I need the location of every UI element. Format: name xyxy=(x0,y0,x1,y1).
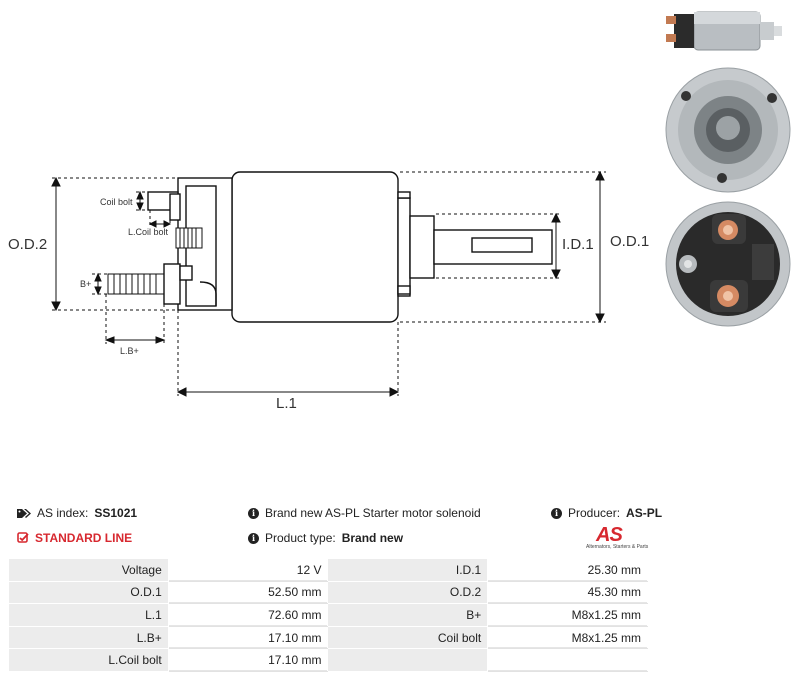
spec-value xyxy=(487,648,648,672)
producer-value: AS-PL xyxy=(626,506,663,520)
info-icon: i xyxy=(551,507,562,519)
product-info: AS index: SS1021 STANDARD LINE i Brand n… xyxy=(0,500,800,560)
front-view-photo xyxy=(665,67,791,193)
spec-label: B+ xyxy=(327,603,489,627)
spec-value: 12 V xyxy=(167,558,329,582)
table-row: L.B+ 17.10 mm Coil bolt M8x1.25 mm xyxy=(8,625,648,650)
product-type-label: Product type: xyxy=(265,531,336,545)
product-type: i Product type: Brand new xyxy=(248,531,403,545)
as-index-label: AS index: xyxy=(37,506,89,520)
info-icon: i xyxy=(248,507,259,519)
spec-value: M8x1.25 mm xyxy=(487,625,648,650)
od2-label: O.D.2 xyxy=(8,236,48,253)
table-row: O.D.1 52.50 mm O.D.2 45.30 mm xyxy=(8,580,648,605)
spec-value: 25.30 mm xyxy=(487,558,648,582)
l-b-plus-label: L.B+ xyxy=(120,346,139,356)
side-view-photo xyxy=(666,11,782,51)
producer-label: Producer: xyxy=(568,506,621,520)
l-coil-bolt-label: L.Coil bolt xyxy=(128,227,169,237)
spec-label: L.Coil bolt xyxy=(8,648,169,672)
as-index: AS index: SS1021 xyxy=(17,506,137,520)
producer: i Producer: AS-PL xyxy=(551,506,662,520)
spec-label: L.1 xyxy=(8,603,169,627)
spec-label: Voltage xyxy=(8,558,169,582)
spec-label: O.D.1 xyxy=(8,580,169,605)
description-text: Brand new AS-PL Starter motor solenoid xyxy=(265,506,481,520)
spec-label: Coil bolt xyxy=(327,625,489,650)
id1-label: I.D.1 xyxy=(562,236,594,253)
spec-value: 17.10 mm xyxy=(167,648,329,672)
logo-subtitle: Alternators, Starters & Parts xyxy=(586,544,649,550)
specs-table: Voltage 12 V I.D.1 25.30 mm O.D.1 52.50 … xyxy=(8,558,648,672)
tags-icon xyxy=(17,508,31,518)
check-square-icon xyxy=(17,532,29,543)
spec-label: L.B+ xyxy=(8,625,169,650)
spec-label: O.D.2 xyxy=(327,580,489,605)
spec-value: 72.60 mm xyxy=(167,603,329,627)
product-type-value: Brand new xyxy=(341,531,404,545)
l1-label: L.1 xyxy=(276,395,297,412)
table-row: Voltage 12 V I.D.1 25.30 mm xyxy=(8,558,648,582)
logo-mark: AS xyxy=(596,524,623,546)
table-row: L.Coil bolt 17.10 mm xyxy=(8,648,648,672)
description: i Brand new AS-PL Starter motor solenoid xyxy=(248,506,481,520)
spec-value: 45.30 mm xyxy=(487,580,648,605)
standard-line-label: STANDARD LINE xyxy=(35,531,133,545)
od1-label: O.D.1 xyxy=(610,233,650,250)
as-index-value: SS1021 xyxy=(94,506,138,520)
spec-label: I.D.1 xyxy=(327,558,489,582)
spec-value: 17.10 mm xyxy=(167,625,329,650)
as-pl-logo: AS Alternators, Starters & Parts xyxy=(586,524,650,552)
info-icon: i xyxy=(248,532,259,544)
spec-label xyxy=(327,648,489,672)
table-row: L.1 72.60 mm B+ M8x1.25 mm xyxy=(8,603,648,627)
technical-drawing: O.D.2 O.D.1 I.D.1 L.1 Coil bolt L.Coil b… xyxy=(8,170,650,412)
solenoid-schematic xyxy=(51,170,606,397)
b-plus-label: B+ xyxy=(80,279,92,289)
terminal-view-photo xyxy=(665,201,791,327)
coil-bolt-label: Coil bolt xyxy=(100,197,133,207)
standard-line: STANDARD LINE xyxy=(17,531,132,545)
spec-value: M8x1.25 mm xyxy=(487,603,648,627)
spec-value: 52.50 mm xyxy=(167,580,329,605)
